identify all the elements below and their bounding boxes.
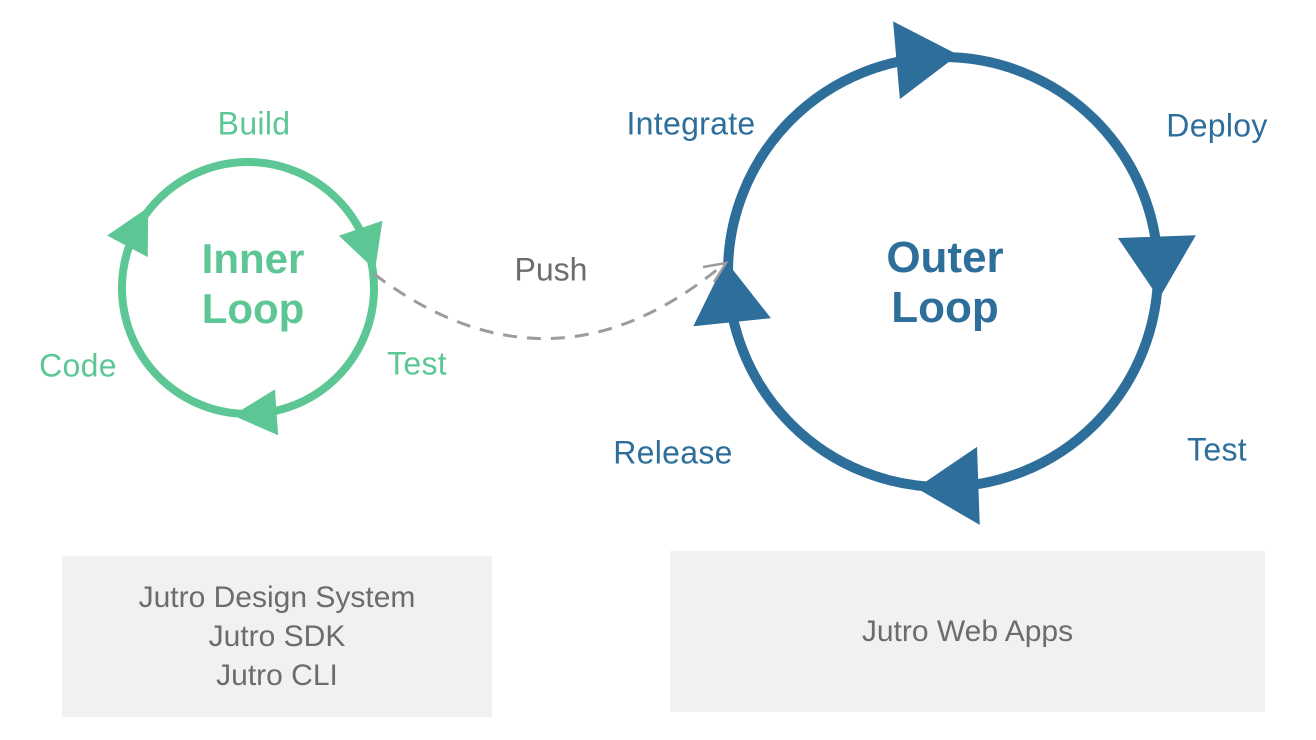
inner-loop-title: Inner Loop (202, 234, 305, 334)
outer-tools-line: Jutro Web Apps (861, 615, 1074, 648)
outer-loop-circle-arrowhead (1117, 235, 1196, 299)
inner-stage-build: Build (217, 105, 291, 142)
inner-tools-line: Jutro SDK (208, 620, 346, 653)
inner-stage-code: Code (39, 347, 117, 384)
inner-loop-circle-arrowhead (338, 220, 383, 270)
inner-loop-circle-arrowhead (107, 207, 149, 258)
outer-tools-box: Jutro Web Apps (670, 551, 1265, 712)
push-label: Push (514, 251, 588, 288)
outer-stage-integrate: Integrate (626, 105, 756, 142)
inner-loop-title-line2: Loop (201, 285, 305, 332)
inner-tools-line: Jutro CLI (216, 659, 338, 692)
outer-stage-test: Test (1187, 431, 1247, 468)
outer-loop-circle-arrowhead (916, 446, 980, 525)
outer-stage-release: Release (613, 434, 733, 471)
inner-loop-title-line1: Inner (201, 235, 305, 282)
inner-tools-line: Jutro Design System (138, 581, 416, 614)
push-dashed-curve (373, 262, 725, 341)
outer-loop-title-line1: Outer (886, 233, 1004, 282)
push-arrowhead-icon (702, 261, 729, 283)
inner-loop-circle-arrowhead (232, 389, 279, 436)
outer-loop-title: Outer Loop (886, 233, 1003, 333)
outer-loop-circle-arrowhead (693, 260, 771, 327)
inner-tools-box: Jutro Design System Jutro SDK Jutro CLI (62, 556, 492, 717)
inner-stage-test: Test (387, 345, 447, 382)
outer-loop-title-line2: Loop (891, 283, 999, 332)
outer-loop-circle-arrowhead (893, 21, 959, 100)
outer-stage-deploy: Deploy (1166, 107, 1268, 144)
